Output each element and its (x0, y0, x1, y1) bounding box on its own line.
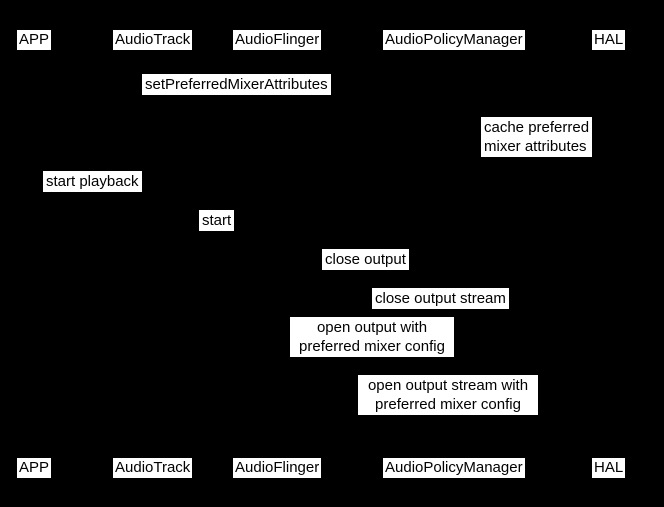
message-label-open-output-with-preferred-mixer-config: open output with preferred mixer config (290, 317, 454, 357)
participant-hal: HAL (592, 30, 626, 50)
participant-audiotrack: AudioTrack (113, 458, 193, 478)
participant-audioflinger: AudioFlinger (233, 458, 322, 478)
lifeline-hal (609, 52, 610, 456)
message-label-cache-preferred-mixer-attributes: cache preferred mixer attributes (481, 117, 593, 157)
participant-audioflinger: AudioFlinger (233, 30, 322, 50)
message-label-close-output-stream: close output stream (372, 288, 509, 309)
lifeline-audiopolicymanager (456, 52, 457, 456)
message-label-start-playback: start playback (43, 171, 142, 192)
lifeline-audioflinger (280, 52, 281, 456)
participant-audiopolicymanager: AudioPolicyManager (383, 30, 525, 50)
message-label-start: start (199, 210, 235, 231)
message-label-close-output: close output (322, 249, 409, 270)
message-label-set-preferred-mixer-attributes: setPreferredMixerAttributes (142, 74, 331, 95)
message-label-open-output-stream-with-preferred-mixer-config: open output stream with preferred mixer … (358, 375, 538, 415)
lifeline-app (36, 52, 37, 456)
participant-audiotrack: AudioTrack (113, 30, 193, 50)
participant-app: APP (17, 30, 52, 50)
participant-hal: HAL (592, 458, 626, 478)
lifeline-audiotrack (155, 52, 156, 456)
participant-app: APP (17, 458, 52, 478)
participant-audiopolicymanager: AudioPolicyManager (383, 458, 525, 478)
